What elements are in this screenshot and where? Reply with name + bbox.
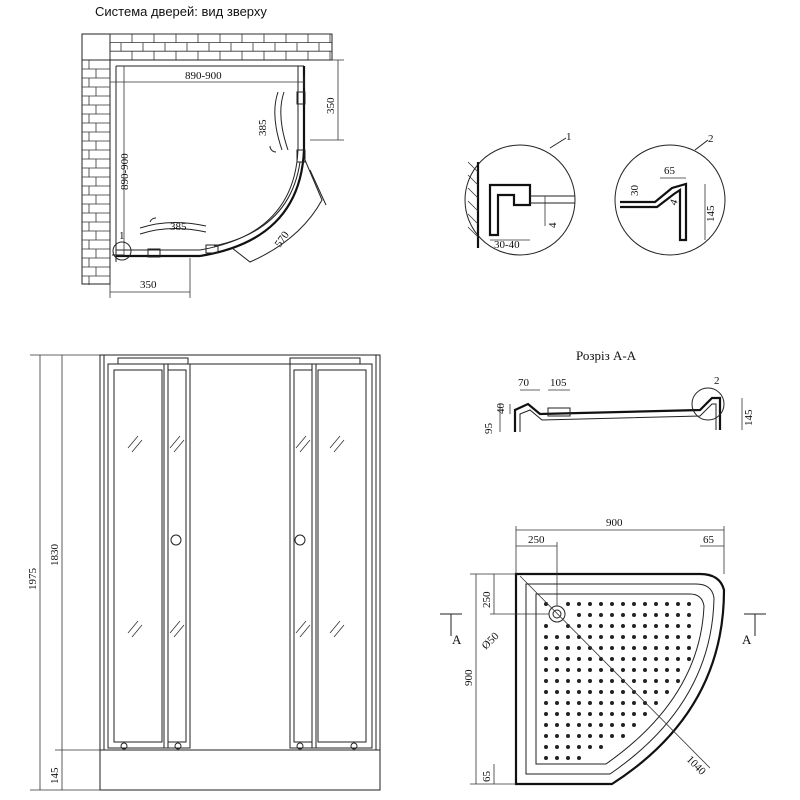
detail-2-30: 30 [629,185,641,197]
detail-2-label: 2 [708,133,714,145]
detail-1: 1 30-40 4 [464,131,576,256]
brick-wall [81,33,333,285]
dim-70: 70 [518,377,530,389]
radius-top: 385 [257,119,269,136]
detail-1-gap: 30-40 [494,239,520,251]
dim-drain-dia: Ø50 [480,630,502,652]
dim-rim-left: 65 [481,771,493,783]
dim-glass-height: 1830 [49,544,61,567]
door-slide-arcs [139,91,327,263]
detail-1-label: 1 [566,131,572,143]
anti-slip-dots [544,602,691,760]
radius-bottom: 385 [170,221,187,233]
detail-2-w: 65 [664,165,676,177]
section-title: Розріз А-А [576,348,637,363]
detail-1-h: 4 [547,222,559,228]
dim-right: 350 [325,97,337,114]
top-view-title: Система дверей: вид зверху [95,4,267,19]
dim-total-height: 1975 [27,568,39,591]
glass-reflections [127,435,345,638]
dim-105: 105 [550,377,567,389]
door-handle-right [294,534,306,546]
section-mark-left: A [452,632,462,647]
callout-1: 1 [119,230,125,242]
front-view: 1975 1830 145 [27,354,381,791]
dim-drain-x: 250 [528,534,545,546]
section-mark-right: A [742,632,752,647]
dim-tray-depth: 900 [463,669,475,686]
dim-tray-height: 145 [49,767,61,784]
detail-2-h: 145 [705,205,717,222]
radius-outer: 570 [273,229,293,250]
dim-diagonal: 1040 [684,754,708,778]
detail-2-4: 4 [668,197,681,207]
dim-drain-y: 250 [481,591,493,608]
detail-2: 2 65 145 30 4 [614,133,726,256]
top-view-dimensions: 890-900 890-900 350 350 385 385 570 1 [109,59,344,298]
door-rollers [120,742,358,750]
dim-40: 40 [495,403,507,415]
dim-height: 890-900 [119,153,131,190]
dim-width: 890-900 [185,70,222,82]
top-view: Система дверей: вид зверху [81,4,344,298]
dim-rim-top: 65 [703,534,715,546]
dim-tray-width: 900 [606,517,623,529]
dim-145: 145 [743,409,755,426]
dim-bottom: 350 [140,279,157,291]
door-handle-left [170,534,182,546]
tray-plan: 900 250 65 250 Ø50 900 65 1040 A A [440,517,766,786]
dim-95: 95 [483,423,495,435]
section-callout: 2 [714,375,720,387]
section-aa: Розріз А-А 70 105 40 95 145 2 [483,348,755,434]
